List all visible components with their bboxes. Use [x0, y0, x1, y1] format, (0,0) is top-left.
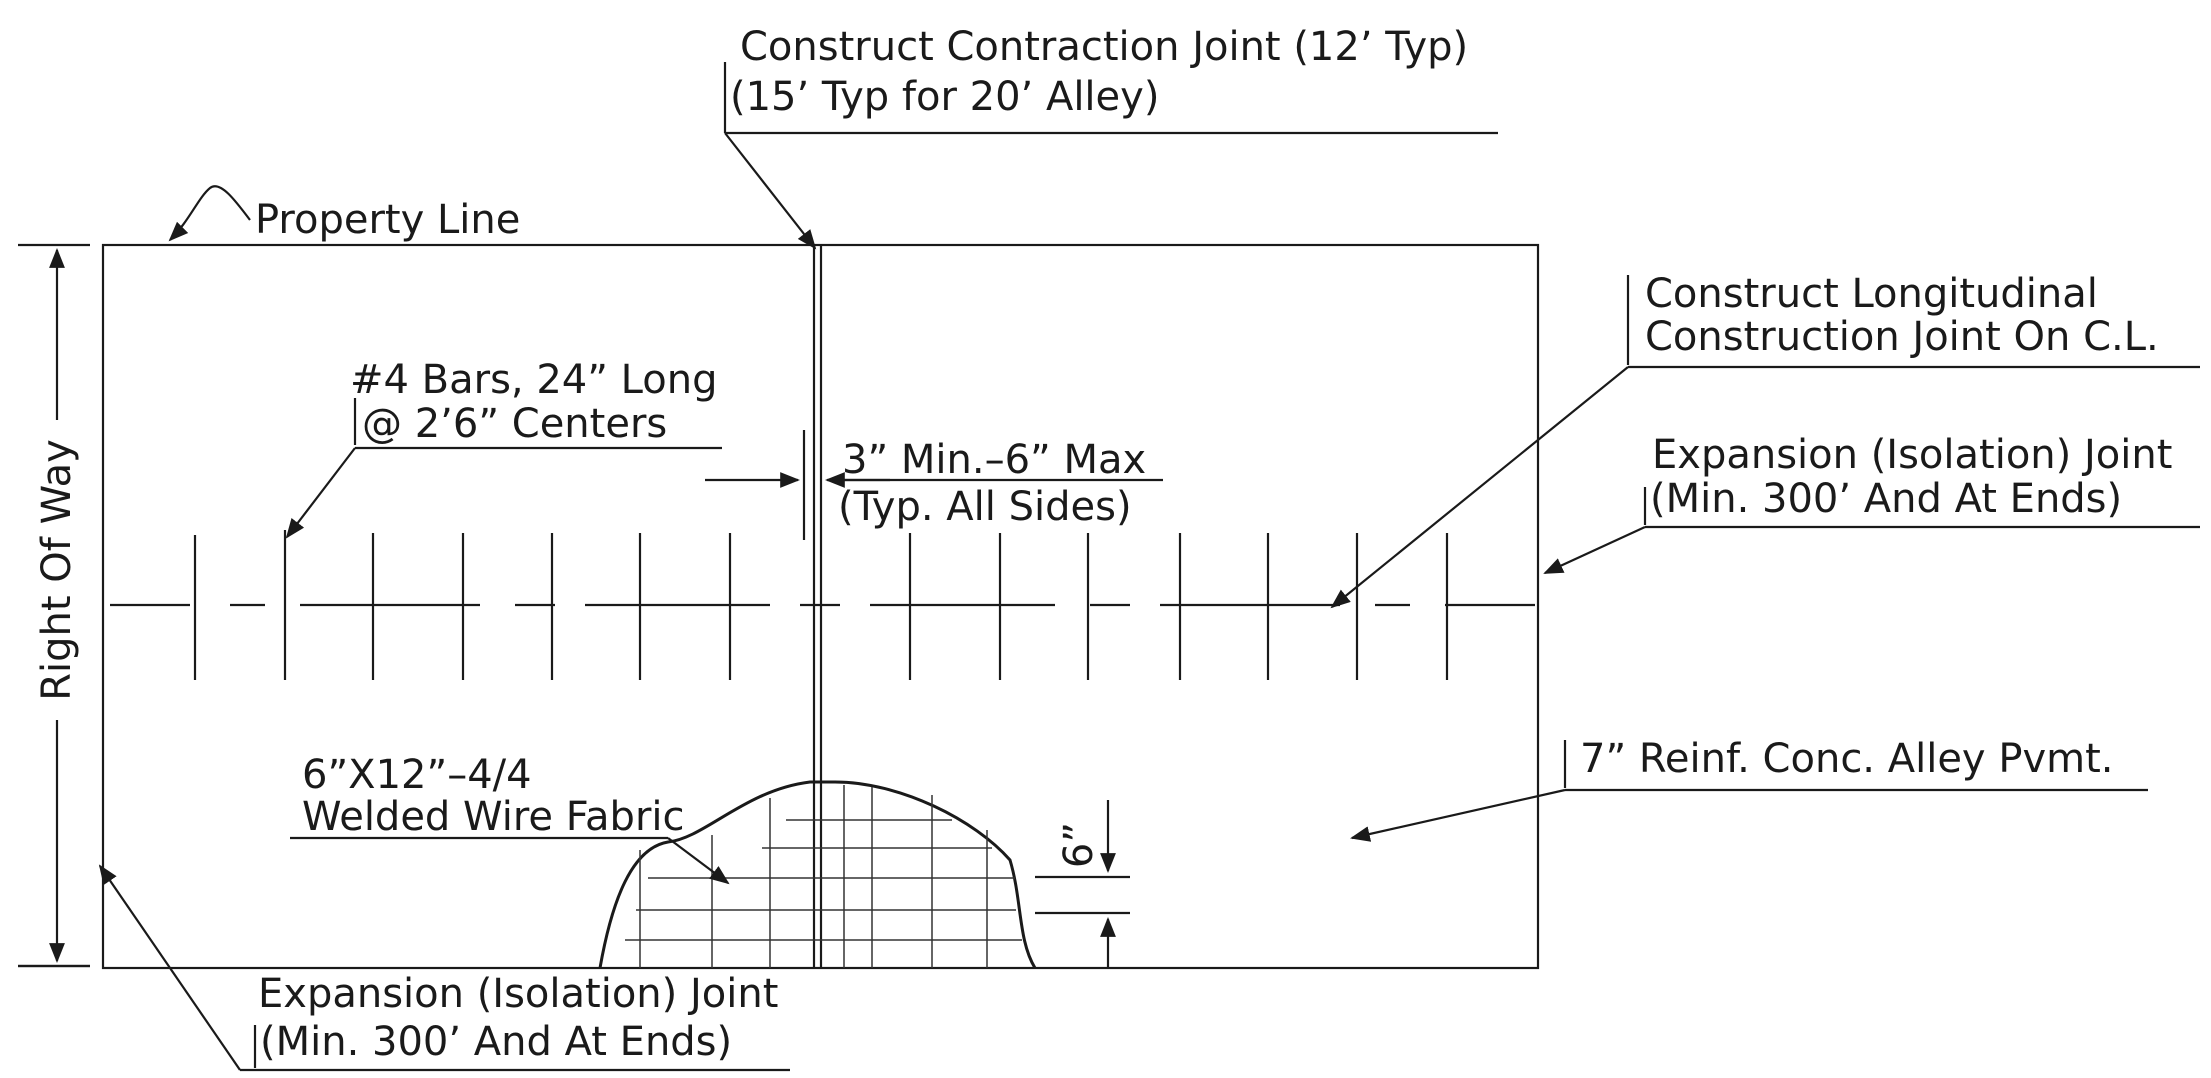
- expansion-joint-right-callout: [1543, 487, 2200, 574]
- contraction-joint-label: Construct Contraction Joint (12’ Typ): [740, 24, 1468, 70]
- fabric-label: 6”X12”–4/4: [302, 752, 532, 798]
- tie-bars: [193, 530, 1449, 680]
- expansion-joint-bottom-sublabel: (Min. 300’ And At Ends): [260, 1019, 732, 1065]
- tie-bars-sublabel: @ 2’6” Centers: [362, 401, 667, 447]
- longitudinal-joint-label: Construct Longitudinal: [1645, 271, 2098, 317]
- contraction-joint-callout: [723, 62, 1498, 250]
- fabric-callout: [290, 836, 730, 885]
- longitudinal-joint-sublabel: Construction Joint On C.L.: [1645, 314, 2159, 360]
- wire-spacing-dimension: [1035, 800, 1130, 968]
- property-line-leader: [168, 185, 251, 242]
- property-line-label: Property Line: [255, 197, 520, 243]
- longitudinal-joint-callout: [1330, 275, 2200, 609]
- wire-spacing-label: 6”: [1056, 822, 1102, 868]
- expansion-joint-bottom-callout: [18, 864, 790, 1072]
- pavement-callout: [1350, 740, 2148, 842]
- tie-bars-callout: [285, 398, 722, 539]
- fabric-sublabel: Welded Wire Fabric: [302, 794, 685, 840]
- joint-gap-dimension: [705, 430, 1163, 540]
- pavement-label: 7” Reinf. Conc. Alley Pvmt.: [1580, 736, 2113, 782]
- tie-bars-label: #4 Bars, 24” Long: [350, 357, 717, 403]
- contraction-joint: [812, 245, 823, 968]
- expansion-joint-bottom-label: Expansion (Isolation) Joint: [258, 971, 778, 1017]
- right-of-way-label: Right Of Way: [34, 439, 80, 701]
- joint-gap-sublabel: (Typ. All Sides): [838, 484, 1132, 530]
- contraction-joint-sublabel: (15’ Typ for 20’ Alley): [730, 74, 1159, 120]
- expansion-joint-right-label: Expansion (Isolation) Joint: [1652, 432, 2172, 478]
- joint-gap-label: 3” Min.–6” Max: [842, 437, 1146, 483]
- expansion-joint-right-sublabel: (Min. 300’ And At Ends): [1650, 476, 2122, 522]
